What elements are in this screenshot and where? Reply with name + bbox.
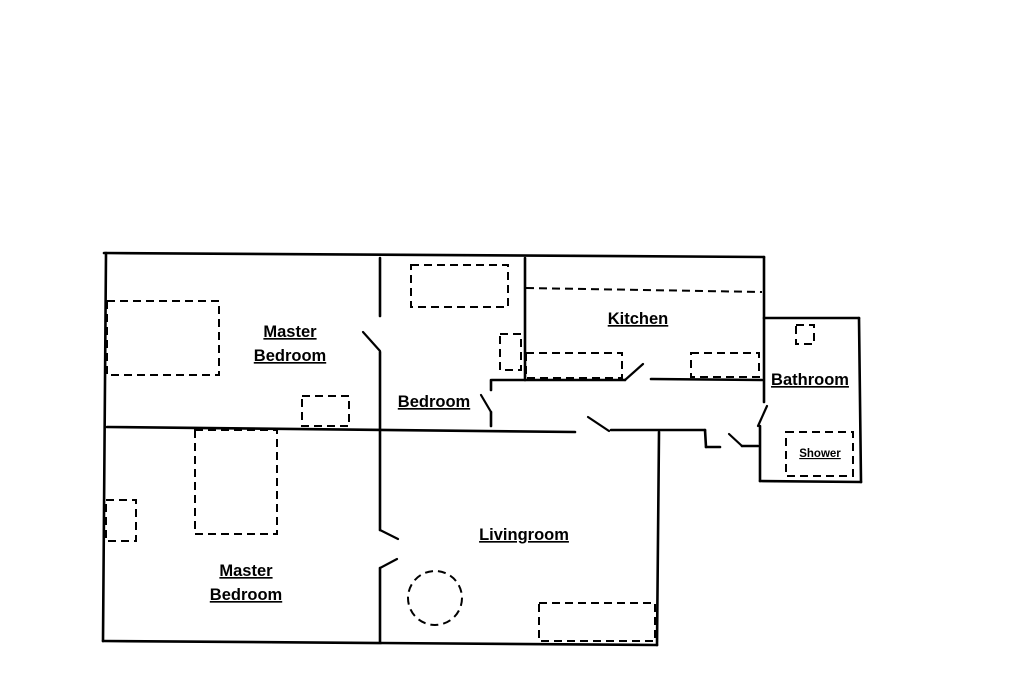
bed-master-bottom	[194, 429, 278, 535]
label-kitchen: Kitchen	[608, 310, 669, 328]
nightstand-master-bottom	[105, 499, 137, 542]
bed-bedroom	[410, 264, 509, 308]
counter-kitchen-left	[525, 352, 623, 379]
room-labels: Master Bedroom Bedroom Kitchen Bathroom …	[210, 310, 849, 604]
round-table	[407, 570, 463, 626]
wall-bath-bottom	[758, 479, 863, 484]
label-bedroom: Bedroom	[398, 393, 470, 411]
toilet	[795, 324, 815, 345]
label-master-bedroom-bottom-line2: Bedroom	[210, 586, 282, 604]
door-hall	[586, 415, 611, 433]
door-living-upper	[378, 528, 400, 541]
door-master-bedroom-top	[361, 330, 382, 353]
counter-kitchen-top	[525, 287, 763, 293]
label-bathroom: Bathroom	[771, 371, 849, 389]
doors	[361, 330, 769, 570]
label-master-bedroom-top-line2: Bedroom	[254, 347, 326, 365]
sofa	[538, 602, 656, 642]
interior-walls	[105, 256, 764, 644]
wall-left-outer	[101, 251, 108, 643]
counter-kitchen-right	[690, 352, 760, 378]
label-livingroom: Livingroom	[479, 526, 569, 544]
wall-right-living	[655, 430, 661, 647]
nightstand-bedroom	[499, 333, 522, 371]
door-kitchen	[623, 362, 645, 382]
label-shower: Shower	[799, 448, 841, 460]
door-bath-inner	[727, 432, 744, 448]
label-master-bedroom-bottom-line1: Master	[219, 562, 273, 580]
door-bedroom	[479, 393, 493, 414]
bed-master-top	[106, 300, 220, 376]
furniture	[105, 264, 854, 642]
wall-horizontal-mid	[105, 425, 577, 434]
bathroom-walls	[758, 316, 863, 484]
door-living-lower	[378, 557, 399, 570]
wall-bath-right	[857, 316, 863, 484]
door-bathroom	[756, 404, 769, 428]
wall-top-outer	[102, 251, 766, 259]
wall-kitchen-bottom-right	[649, 377, 764, 382]
wall-hall-step-vertical	[703, 428, 708, 449]
shower-tray	[785, 431, 854, 477]
nightstand-master-top	[301, 395, 350, 427]
label-master-bedroom-top-line1: Master	[263, 323, 317, 341]
